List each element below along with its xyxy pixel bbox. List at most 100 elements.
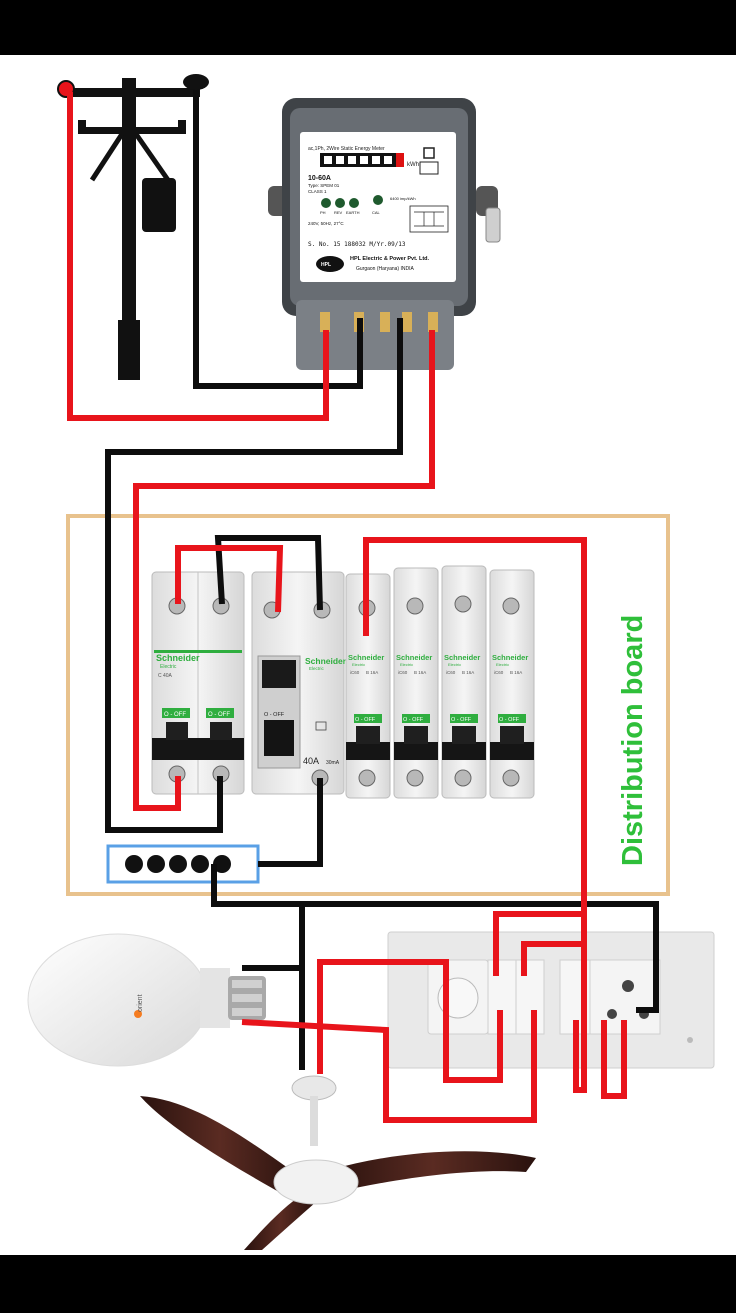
meter-impulse: 6400 imp/kWh <box>390 196 416 201</box>
meter-kwh-label: kWh <box>407 162 419 168</box>
mcb-toggle <box>490 742 534 760</box>
mcb-brand: Schneider <box>396 653 432 662</box>
screw-icon <box>454 595 472 613</box>
mcb-rating: B 16A <box>510 670 522 675</box>
switch-state-label: O - OFF <box>451 717 472 723</box>
mcb-series: iC60 <box>494 670 504 675</box>
mcb-brand: Schneider <box>156 653 200 663</box>
meter-class: CLASS 1 <box>308 189 327 194</box>
wire-phase-socket <box>363 537 587 1093</box>
wire-socket-loop <box>601 1020 627 1099</box>
meter-spec: 240V, 50Hz, 27°C <box>308 221 344 226</box>
branch-mcb-1: Schneider Electric iC60 B 16A O - OFF <box>345 573 391 799</box>
mcb-brand-sub: Electric <box>496 662 509 667</box>
meter-ph-label: PH <box>320 210 326 215</box>
wire-phase-switch-1 <box>493 911 584 976</box>
meter-led-rev <box>335 198 345 208</box>
screw-icon <box>502 597 520 615</box>
rccb-state-label: O - OFF <box>264 712 285 718</box>
meter-seal-icon <box>485 207 501 243</box>
wire-phase-bridge <box>175 545 284 613</box>
mcb-brand: Schneider <box>492 653 528 662</box>
meter-type: Type: SPEM 01 <box>308 183 340 188</box>
mcb-brand-sub: Electric <box>352 662 365 667</box>
wire-bulb-switch <box>241 1010 537 1123</box>
mcb-brand-sub: Electric <box>448 662 461 667</box>
screw-icon <box>358 769 376 787</box>
mcb-brand-sub: Electric <box>160 664 177 670</box>
meter-led-earth <box>349 198 359 208</box>
wire-neutral-bridge <box>214 535 323 611</box>
rccb-brand-sub: Electric <box>309 666 325 671</box>
mcb-series: iC60 <box>446 670 456 675</box>
switch-state-label: O - OFF <box>499 717 520 723</box>
meter-led-ph <box>321 198 331 208</box>
mcb-toggle <box>152 738 244 760</box>
mcb-toggle <box>442 742 486 760</box>
meter-terminal-block <box>296 300 454 370</box>
mcb-main-rating: C 40A <box>158 673 173 679</box>
hpl-logo-icon <box>316 256 344 272</box>
neutral-wires <box>105 90 659 1070</box>
wire-neutral-out <box>105 318 403 833</box>
mcb-series: iC60 <box>350 670 360 675</box>
meter-rating: 10-60A <box>308 175 331 182</box>
mcb-brand-sub: Electric <box>400 662 413 667</box>
rccb-sensitivity: 30mA <box>326 760 340 766</box>
meter-place: Gurgaon (Haryana) INDIA <box>356 266 414 272</box>
mcb-rating: B 16A <box>414 670 426 675</box>
wire-neutral-in <box>193 90 363 389</box>
screw-icon <box>406 597 424 615</box>
wire-phase-in <box>67 92 329 421</box>
screw-icon <box>502 769 520 787</box>
mcb-brand: Schneider <box>444 653 480 662</box>
mcb-toggle <box>394 742 438 760</box>
wire-phase-out <box>133 330 435 811</box>
mcb-brand: Schneider <box>348 653 384 662</box>
mcb-rating: B 16A <box>462 670 474 675</box>
meter-led-cal <box>373 195 383 205</box>
phase-wires <box>67 92 627 1123</box>
wire-rccb-neutral <box>258 778 323 867</box>
wire-fan-via-regulator <box>317 959 503 1083</box>
mcb-rating: B 16A <box>366 670 378 675</box>
mcb-series: iC60 <box>398 670 408 675</box>
rccb-test-button <box>315 721 327 731</box>
led-bulb-icon: orient <box>27 933 266 1067</box>
rccb-brand: Schneider <box>305 656 347 666</box>
rccb-toggle <box>264 720 294 756</box>
distribution-board-title: Distribution board <box>617 615 649 866</box>
meter-square-icon <box>423 147 435 159</box>
switch-state-label: O - OFF <box>355 717 376 723</box>
meter-earth-label: EARTH <box>346 210 360 215</box>
wire-phase-switch-2 <box>521 941 584 976</box>
rccb: Schneider Electric O - OFF 40A 30mA <box>251 571 347 795</box>
ceiling-fan-icon <box>140 1075 536 1250</box>
distribution-board-outline <box>66 514 670 896</box>
meter-serial: S. No. 15 188032 M/Yr.09/13 <box>308 241 406 248</box>
switch-state-label: O - OFF <box>403 717 424 723</box>
orient-logo-icon <box>134 1010 142 1018</box>
socket-hole-icon <box>622 980 634 992</box>
meter-maker: HPL Electric & Power Pvt. Ltd. <box>350 256 430 262</box>
meter-rev-label: REV <box>334 210 343 215</box>
meter-header: ac,1Ph, 2Wire Static Energy Meter <box>308 146 385 152</box>
meter-isi-mark-icon <box>419 161 439 175</box>
switch-2 <box>515 959 545 1035</box>
bulb-brand: orient <box>137 994 144 1012</box>
mcb-toggle <box>346 742 390 760</box>
meter-brand: HPL <box>321 262 331 268</box>
neutral-link-bar <box>106 844 260 884</box>
branch-mcb-3: Schneider Electric iC60 B 16A O - OFF <box>441 565 487 799</box>
energy-meter: ac,1Ph, 2Wire Static Energy Meter kWh 10… <box>268 98 501 370</box>
screw-icon <box>454 769 472 787</box>
meter-circuit-diagram-icon <box>409 205 449 233</box>
utility-pole-icon <box>57 74 209 380</box>
meter-cal-label: CAL <box>372 210 381 215</box>
branch-mcb-4: Schneider Electric iC60 B 16A O - OFF <box>489 569 535 799</box>
main-mcb: Schneider Electric C 40A O - OFF O - OFF <box>151 571 245 795</box>
screw-icon <box>406 769 424 787</box>
rccb-current: 40A <box>303 756 319 766</box>
